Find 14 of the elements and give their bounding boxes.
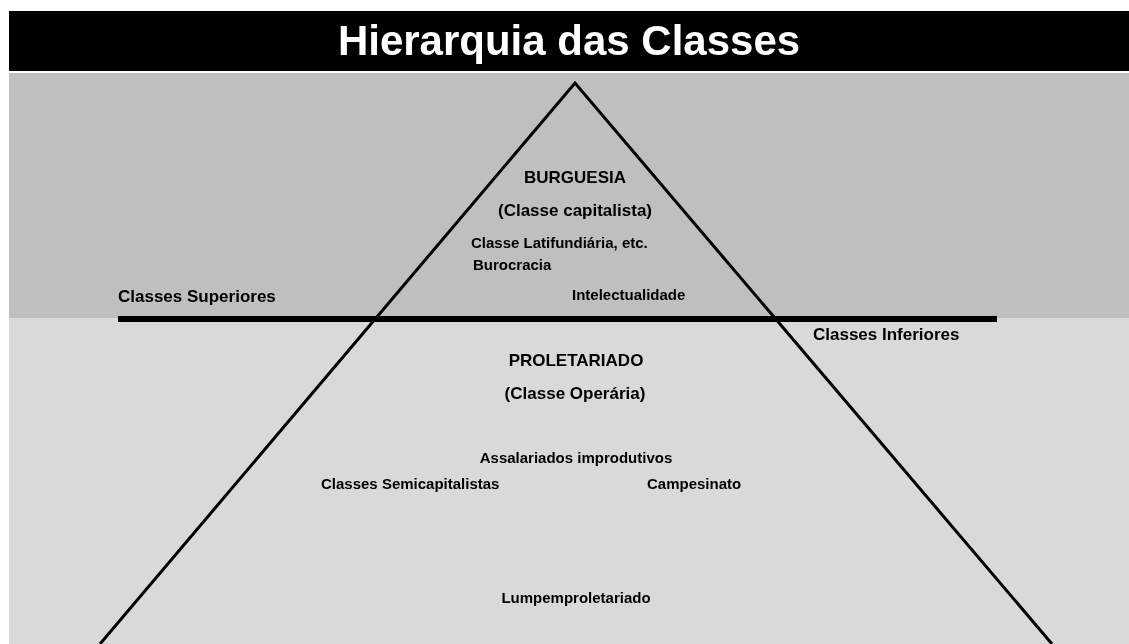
class-label: Classes Inferiores [813, 324, 960, 346]
class-label: Lumpemproletariado [501, 588, 651, 608]
class-label: (Classe Operária) [504, 383, 646, 405]
class-label: Assalariados improdutivos [479, 448, 673, 468]
class-label: BURGUESIA [524, 167, 626, 189]
title: Hierarquia das Classes [337, 20, 801, 62]
class-label: (Classe capitalista) [498, 200, 652, 222]
class-label: Burocracia [473, 255, 552, 275]
class-label: Classes Superiores [118, 286, 276, 308]
class-label: Campesinato [647, 474, 742, 494]
class-label: PROLETARIADO [508, 350, 644, 372]
class-label: Classes Semicapitalistas [321, 474, 500, 494]
class-label: Classe Latifundiária, etc. [471, 233, 648, 253]
class-label: Intelectualidade [572, 285, 686, 305]
